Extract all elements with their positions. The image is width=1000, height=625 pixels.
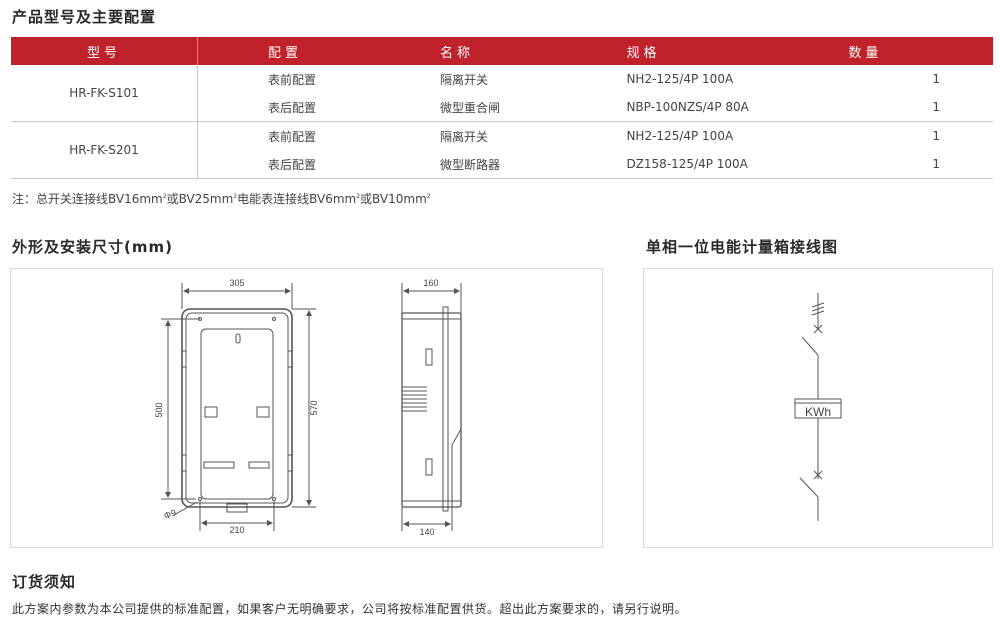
dim-outer-height: 570 bbox=[309, 400, 319, 415]
header-qty: 数量 bbox=[848, 37, 993, 65]
name-cell: 隔离开关 bbox=[439, 72, 488, 87]
name-cell: 微型断路器 bbox=[439, 150, 627, 179]
wiring-note: 注：总开关连接线BV16mm2或BV25mm2电能表连接线BV6mm2或BV10… bbox=[12, 192, 431, 206]
table-row: HR-FK-S101 表前配置 隔离开关 NH2-125/4P 100A 1 bbox=[11, 65, 993, 122]
wiring-diagram-panel: KWh bbox=[643, 268, 993, 548]
dim-side-top: 160 bbox=[423, 278, 438, 288]
header-spec: 规格 bbox=[626, 37, 849, 65]
name-cell: 隔离开关 bbox=[439, 129, 488, 144]
config-cell: 表前配置 bbox=[267, 72, 316, 87]
config-cell: 表后配置 bbox=[197, 93, 440, 122]
config-cell: 表后配置 bbox=[197, 150, 440, 179]
order-notice-text: 此方案内参数为本公司提供的标准配置，如果客户无明确要求，公司将按标准配置供货。超… bbox=[12, 602, 688, 616]
table-row: 表后配置 微型重合闸 NBP-100NZS/4P 80A 1 bbox=[11, 93, 993, 122]
config-table: 型号 配置 名称 规格 数量 HR-FK-S101 表前配置 隔离开关 NH2-… bbox=[11, 37, 993, 179]
dim-mount-width: 210 bbox=[229, 525, 244, 535]
table-row: HR-FK-S201 表前配置 隔离开关 NH2-125/4P 100A 1 bbox=[11, 121, 993, 179]
dim-front-width: 305 bbox=[229, 278, 244, 288]
dim-hole: Φ9 bbox=[163, 507, 178, 521]
spec-cell: DZ158-125/4P 100A bbox=[626, 150, 849, 179]
qty-cell: 1 bbox=[848, 150, 993, 179]
model-cell: HR-FK-S201 bbox=[11, 121, 198, 179]
spec-cell: NH2-125/4P 100A bbox=[626, 129, 734, 143]
section-title-dimensions: 外形及安装尺寸(mm) bbox=[12, 238, 173, 256]
qty-cell: 1 bbox=[932, 72, 941, 86]
section-title-wiring: 单相一位电能计量箱接线图 bbox=[646, 238, 839, 256]
section-title-order: 订货须知 bbox=[12, 573, 77, 591]
model-cell: HR-FK-S101 bbox=[11, 65, 198, 122]
header-name: 名称 bbox=[439, 37, 627, 65]
spec-cell: NBP-100NZS/4P 80A bbox=[626, 93, 849, 122]
qty-cell: 1 bbox=[932, 129, 941, 143]
wiring-diagram: KWh bbox=[794, 293, 842, 521]
qty-cell: 1 bbox=[848, 93, 993, 122]
table-header-row: 型号 配置 名称 规格 数量 bbox=[11, 37, 993, 65]
header-config: 配置 bbox=[197, 37, 440, 65]
dim-side-bottom: 140 bbox=[419, 527, 434, 537]
header-model: 型号 bbox=[11, 37, 198, 65]
dimension-drawing-panel: 305 500 570 210 Φ9 160 140 bbox=[10, 268, 603, 548]
kwh-meter-label: KWh bbox=[805, 405, 831, 419]
section-title-config: 产品型号及主要配置 bbox=[12, 8, 157, 26]
spec-cell: NH2-125/4P 100A bbox=[626, 72, 734, 86]
dim-mount-height: 500 bbox=[154, 402, 164, 417]
name-cell: 微型重合闸 bbox=[439, 93, 627, 122]
dimension-drawing: 305 500 570 210 Φ9 160 140 bbox=[154, 278, 462, 537]
table-row: 表后配置 微型断路器 DZ158-125/4P 100A 1 bbox=[11, 150, 993, 179]
config-cell: 表前配置 bbox=[267, 129, 316, 144]
